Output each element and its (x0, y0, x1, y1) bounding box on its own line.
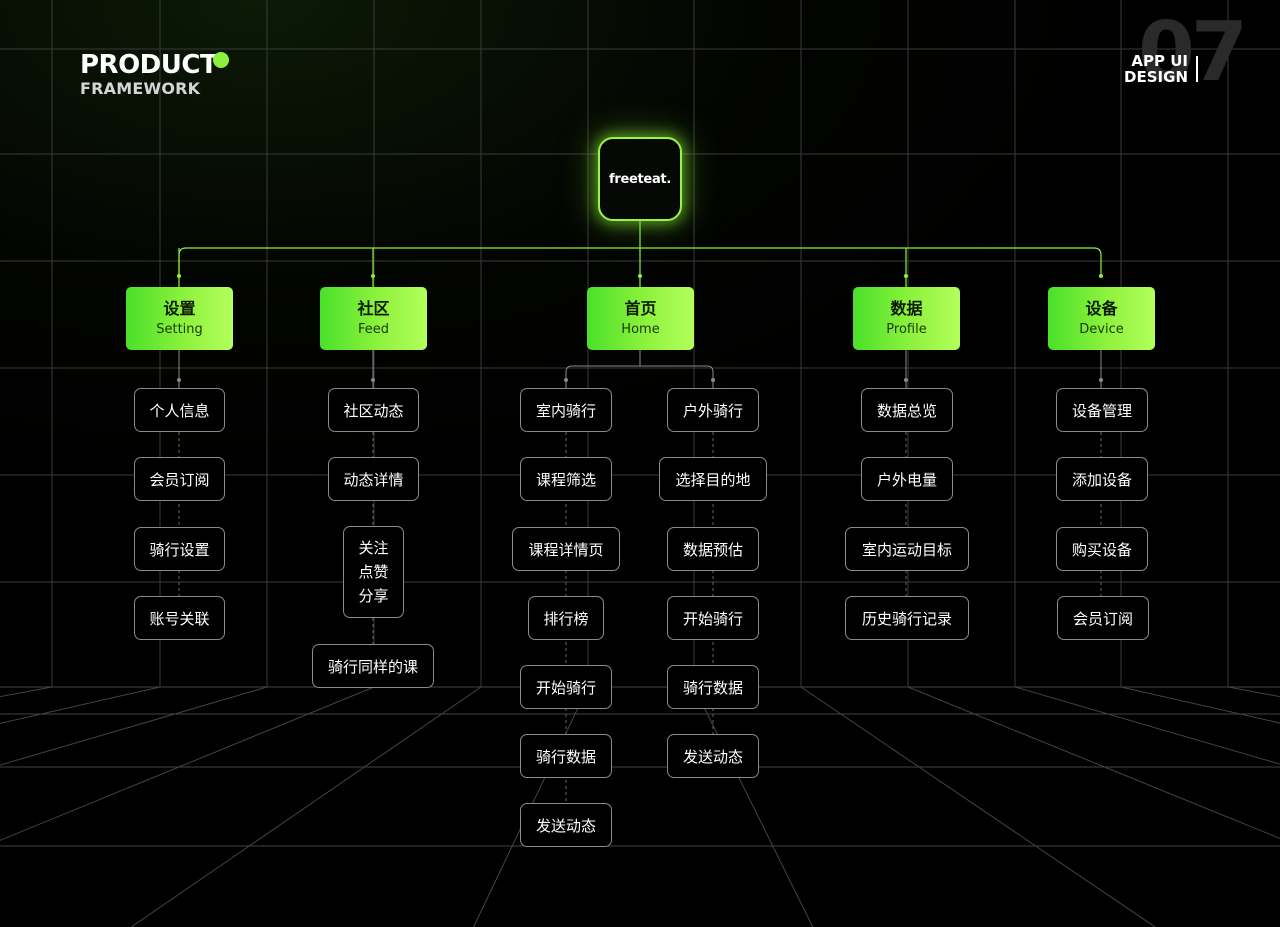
node-home-indoor-1[interactable]: 室内骑行 (520, 388, 612, 432)
category-subtitle: Device (1079, 321, 1124, 337)
category-dot-3 (904, 274, 908, 278)
category-title: 首页 (624, 298, 657, 318)
node-feed-3-line-1: 关注 (358, 539, 389, 557)
col-dot-3 (1099, 378, 1103, 382)
node-home-indoor-4[interactable]: 排行榜 (528, 596, 604, 640)
node-feed-4[interactable]: 骑行同样的课 (312, 644, 434, 688)
node-device-1[interactable]: 设备管理 (1056, 388, 1148, 432)
node-profile-2[interactable]: 户外电量 (861, 457, 953, 501)
node-home-outdoor-2[interactable]: 选择目的地 (659, 457, 767, 501)
label-divider (1196, 56, 1198, 82)
node-feed-2[interactable]: 动态详情 (328, 457, 419, 501)
node-home-indoor-5[interactable]: 开始骑行 (520, 665, 612, 709)
category-title: 设备 (1085, 298, 1118, 318)
home-dot-right (711, 378, 715, 382)
app-label-line-2: DESIGN (1124, 68, 1188, 86)
node-setting-1[interactable]: 个人信息 (134, 388, 225, 432)
category-profile[interactable]: 数据 Profile (853, 287, 960, 350)
node-home-outdoor-3[interactable]: 数据预估 (667, 527, 759, 571)
col-dot-2 (904, 378, 908, 382)
floor-ray-6 (693, 686, 814, 927)
category-feed[interactable]: 社区 Feed (320, 287, 427, 350)
floor-ray-2 (0, 686, 268, 766)
col-dot-1 (371, 378, 375, 382)
node-feed-3-lines: 关注点赞分享 (358, 536, 388, 608)
category-title: 数据 (890, 298, 923, 318)
node-setting-2[interactable]: 会员订阅 (134, 457, 225, 501)
home-split (565, 365, 714, 388)
node-device-2[interactable]: 添加设备 (1056, 457, 1148, 501)
category-home[interactable]: 首页 Home (587, 287, 694, 350)
category-dot-2 (638, 274, 642, 278)
floor-ray-4 (130, 686, 482, 927)
node-home-outdoor-5[interactable]: 骑行数据 (667, 665, 759, 709)
node-profile-3[interactable]: 室内运动目标 (845, 527, 969, 571)
node-home-outdoor-6[interactable]: 发送动态 (667, 734, 759, 778)
category-title: 设置 (163, 298, 196, 318)
node-home-indoor-2[interactable]: 课程筛选 (520, 457, 612, 501)
col-dot-0 (177, 378, 181, 382)
floor-ray-8 (907, 686, 1280, 839)
node-feed-3[interactable]: 关注点赞分享 (343, 526, 404, 618)
category-subtitle: Profile (886, 321, 927, 337)
home-dot-left (564, 378, 568, 382)
category-dot-0 (177, 274, 181, 278)
category-subtitle: Home (621, 321, 660, 337)
node-home-indoor-7[interactable]: 发送动态 (520, 803, 612, 847)
brand-subtitle: FRAMEWORK (80, 79, 201, 98)
node-device-3[interactable]: 购买设备 (1056, 527, 1148, 571)
category-device[interactable]: 设备 Device (1048, 287, 1155, 350)
node-feed-3-line-2: 点赞 (358, 563, 389, 581)
category-dot-4 (1099, 274, 1103, 278)
node-home-indoor-3[interactable]: 课程详情页 (512, 527, 620, 571)
brand-dot-icon (213, 52, 229, 68)
floor-ray-9 (1014, 686, 1280, 765)
logo-text: freeteat. (609, 171, 671, 187)
section-number: 07 (1137, 5, 1248, 100)
node-feed-3-line-3: 分享 (358, 587, 389, 605)
floor-ray-7 (800, 686, 1156, 927)
node-profile-1[interactable]: 数据总览 (861, 388, 953, 432)
category-dot-1 (371, 274, 375, 278)
app-label-line-1: APP UI (1131, 52, 1188, 70)
node-device-4[interactable]: 会员订阅 (1057, 596, 1149, 640)
category-subtitle: Feed (357, 321, 389, 337)
category-setting[interactable]: 设置 Setting (126, 287, 233, 350)
category-title: 社区 (357, 298, 390, 318)
app-ui-design-label: APP UI DESIGN (1124, 53, 1188, 85)
category-subtitle: Setting (156, 321, 203, 337)
node-profile-4[interactable]: 历史骑行记录 (845, 596, 969, 640)
node-home-indoor-6[interactable]: 骑行数据 (520, 734, 612, 778)
floor-ray-3 (0, 686, 375, 841)
brand-title: PRODUCT (80, 50, 218, 80)
node-setting-3[interactable]: 骑行设置 (134, 527, 225, 571)
node-home-outdoor-4[interactable]: 开始骑行 (667, 596, 759, 640)
node-setting-4[interactable]: 账号关联 (134, 596, 225, 640)
node-home-outdoor-1[interactable]: 户外骑行 (667, 388, 759, 432)
node-feed-1[interactable]: 社区动态 (328, 388, 419, 432)
app-logo-node[interactable]: freeteat. (598, 137, 682, 221)
